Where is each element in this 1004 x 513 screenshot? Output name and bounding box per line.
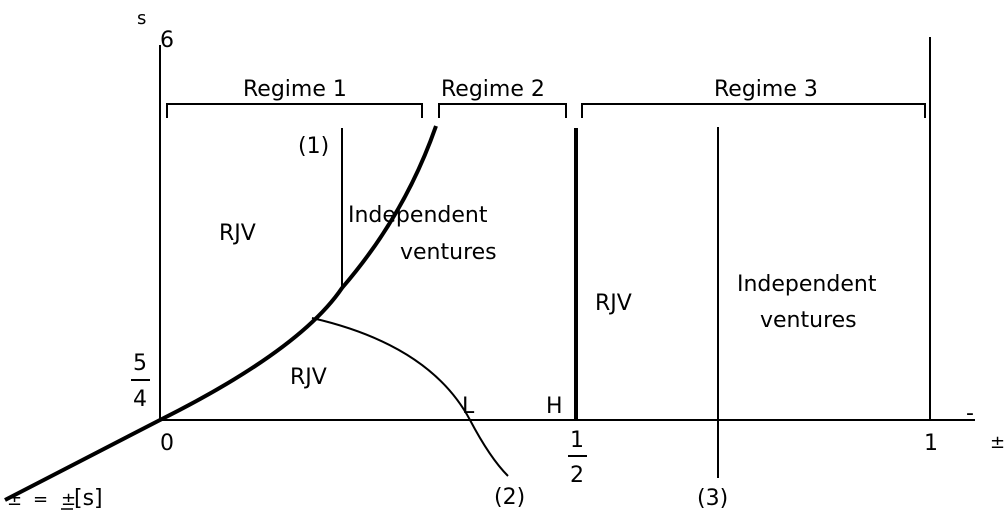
regime-2-label: Regime 2	[441, 77, 545, 102]
region-rjv-upper-left: RJV	[219, 221, 256, 246]
curve-equation-rhs-symbol: ±	[61, 489, 76, 510]
x-tick-zero: 0	[160, 431, 174, 456]
regime-1-label: Regime 1	[243, 77, 347, 102]
curve-1-marker: (1)	[298, 134, 329, 159]
point-l-label: L	[462, 394, 475, 419]
x-axis-symbol: ±	[990, 432, 1004, 453]
regime-2-bracket	[438, 103, 567, 118]
y-axis-symbol: s	[137, 8, 146, 29]
curve-3-marker: (3)	[697, 486, 728, 511]
region-independent-1-line2: ventures	[400, 240, 497, 265]
region-rjv-regime3: RJV	[595, 291, 632, 316]
region-independent-3-line2: ventures	[760, 308, 857, 333]
curve-equation-lhs: ±	[7, 489, 22, 510]
y-axis-arrow-glyph: 6	[160, 28, 174, 53]
regime-3-bracket	[581, 103, 926, 118]
curve-equation-rhs-arg: [s]	[74, 486, 103, 511]
boundary-curve-alpha-s	[4, 125, 438, 502]
regime-3-label: Regime 3	[714, 77, 818, 102]
x-tick-half-denominator: 2	[570, 463, 584, 488]
x-axis-arrow-glyph: -	[966, 401, 974, 426]
regime-1-bracket	[166, 103, 423, 118]
curve-2-marker: (2)	[494, 485, 525, 510]
point-h-label: H	[546, 394, 563, 419]
y-tick-fraction-numerator: 5	[133, 351, 147, 376]
y-tick-fraction-denominator: 4	[133, 387, 147, 412]
x-tick-half-numerator: 1	[570, 428, 584, 453]
region-rjv-lower: RJV	[290, 365, 327, 390]
region-independent-3-line1: Independent	[737, 272, 877, 297]
x-tick-one: 1	[924, 431, 938, 456]
curve-equation-eq: =	[33, 489, 48, 510]
curve-2-line	[311, 317, 509, 477]
region-independent-1-line1: Independent	[348, 203, 488, 228]
